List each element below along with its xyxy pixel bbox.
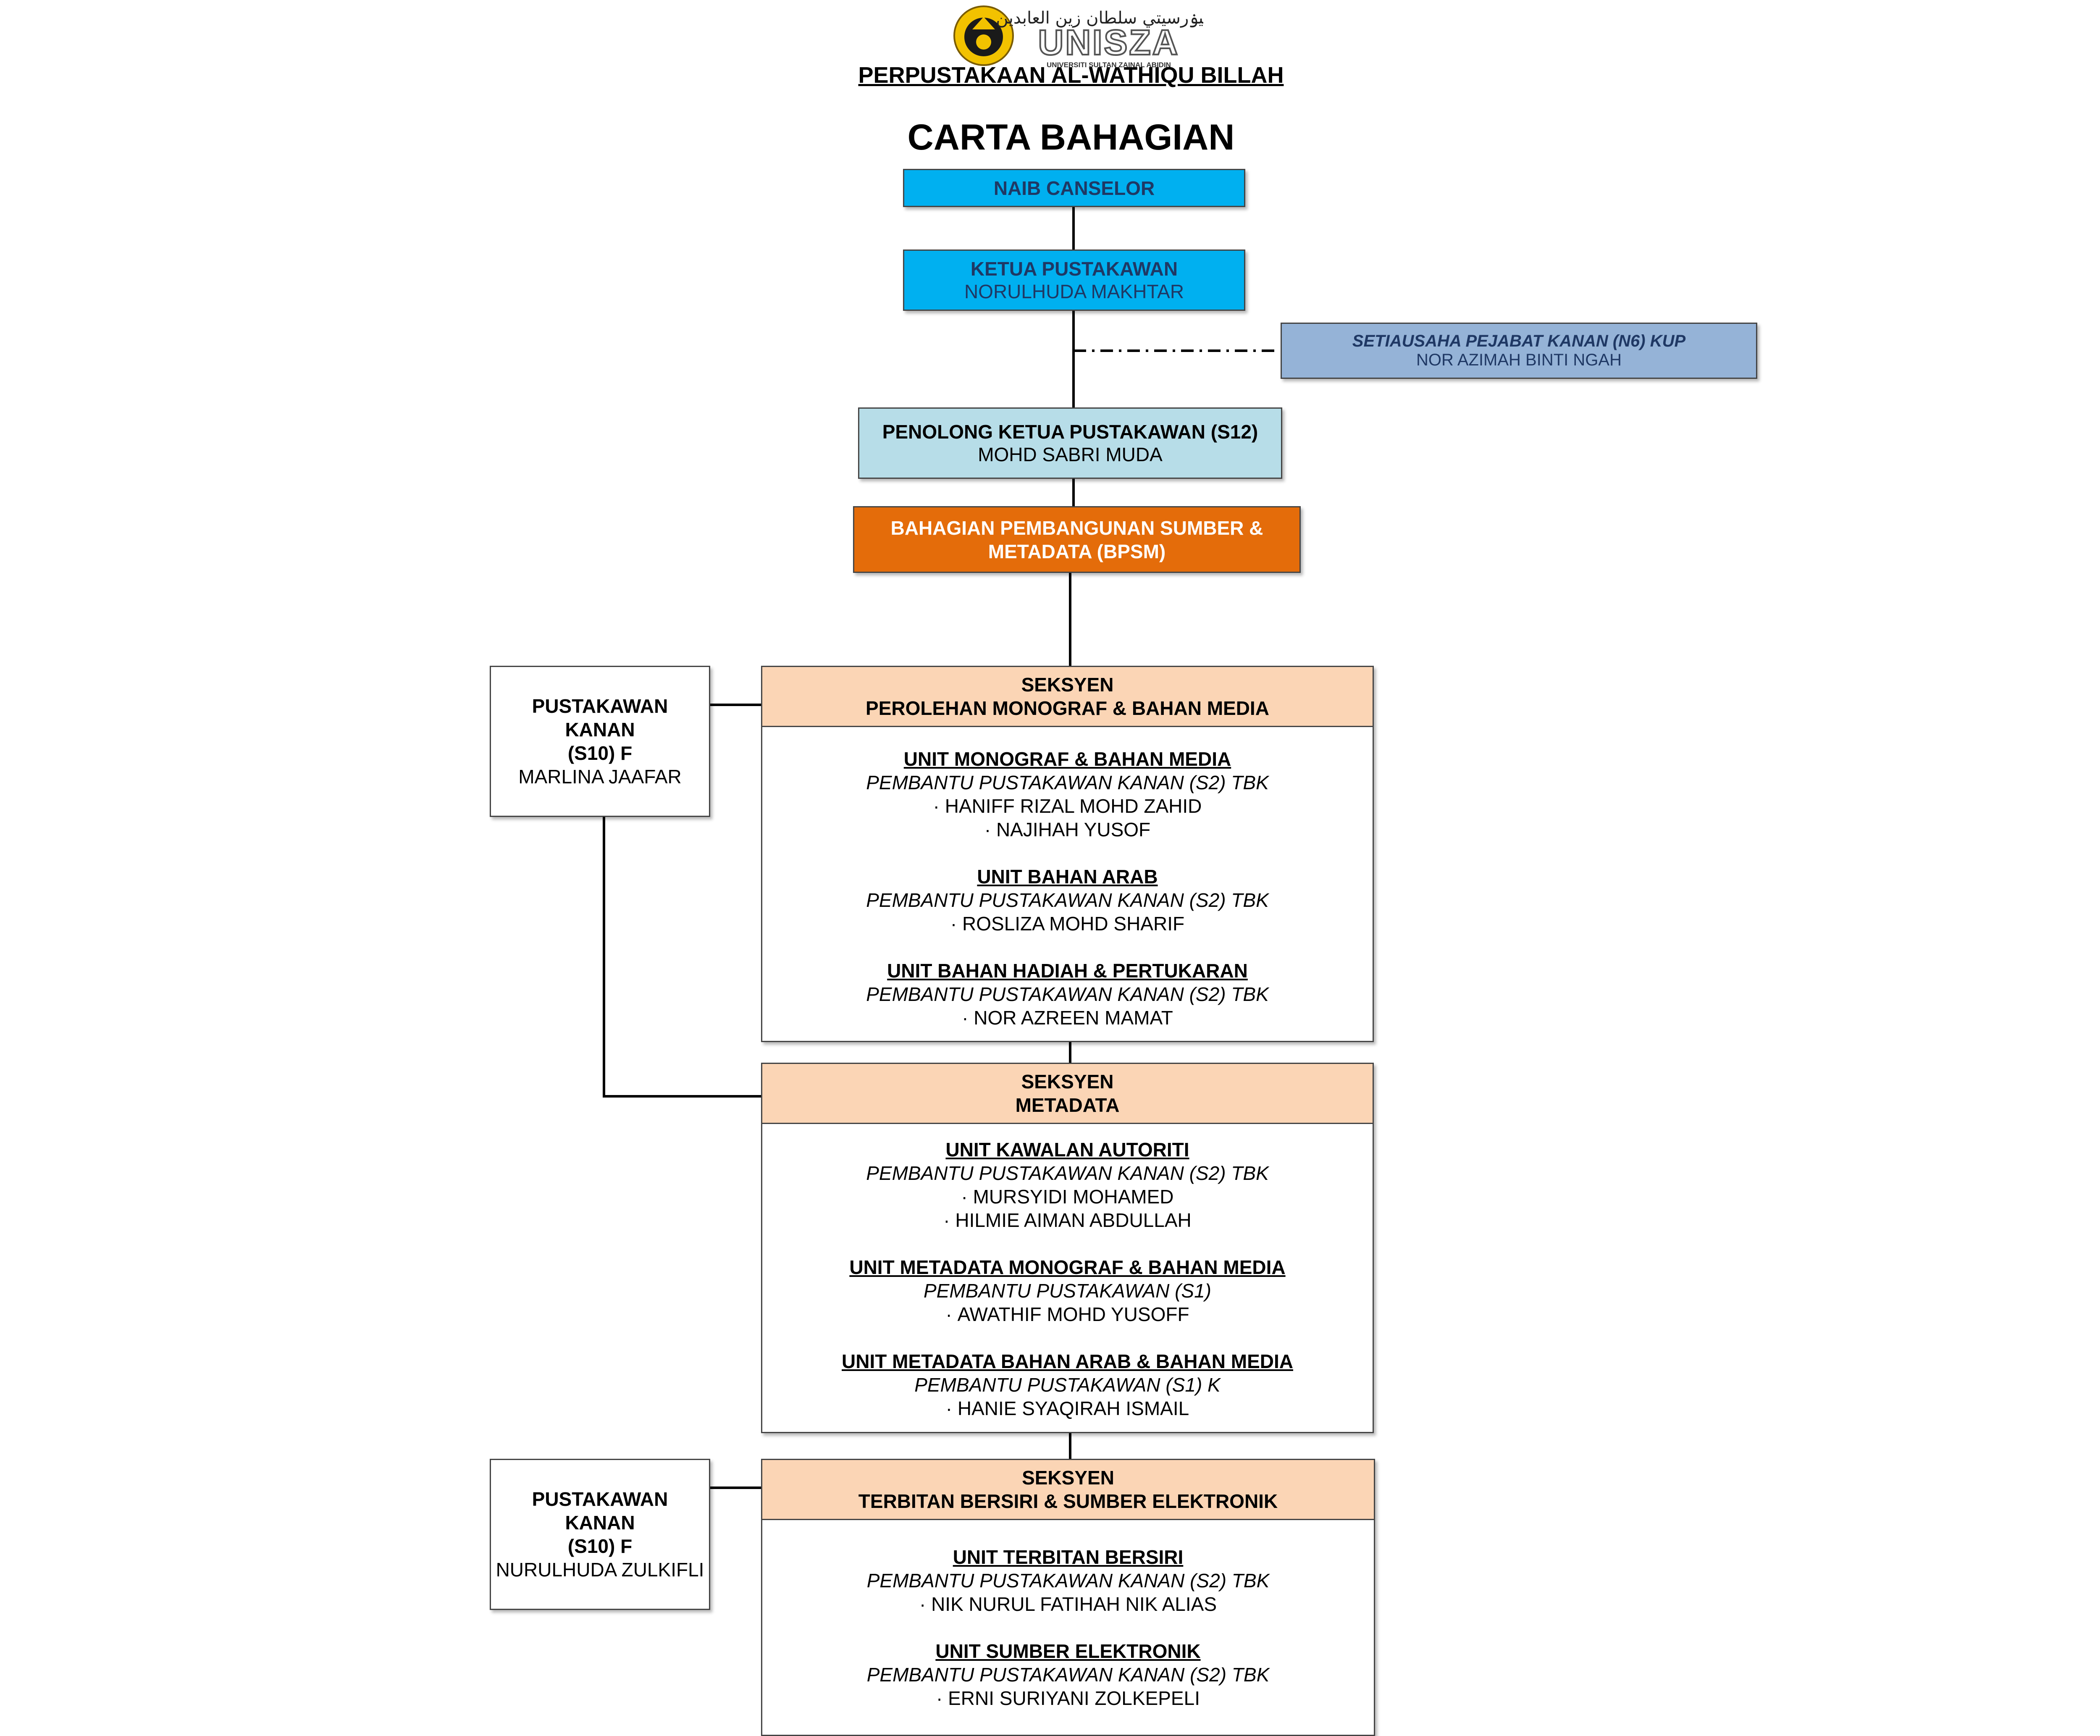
- unit-grade: PEMBANTU PUSTAKAWAN (S1): [923, 1280, 1211, 1302]
- unit-member: HILMIE AIMAN ABDULLAH: [762, 1208, 1373, 1232]
- secretary-title: SETIAUSAHA PEJABAT KANAN (N6) KUP: [1352, 332, 1686, 350]
- library-name: PERPUSTAKAAN AL-WATHIQU BILLAH: [858, 63, 1284, 88]
- section-label: SEKSYEN: [1021, 1071, 1114, 1093]
- unit-grade: PEMBANTU PUSTAKAWAN KANAN (S2) TBK: [866, 1162, 1269, 1184]
- chief-librarian-name: NORULHUDA MAKHTAR: [964, 281, 1184, 302]
- unit-member: NOR AZREEN MAMAT: [762, 1006, 1373, 1030]
- senior-librarian-title: KANAN: [565, 1512, 635, 1534]
- division-line1: BAHAGIAN PEMBANGUNAN SUMBER &: [890, 517, 1263, 539]
- unit-block: UNIT METADATA MONOGRAF & BAHAN MEDIA PEM…: [762, 1255, 1373, 1326]
- unit-name: UNIT KAWALAN AUTORITI: [945, 1139, 1189, 1161]
- assistant-chief-name: MOHD SABRI MUDA: [978, 444, 1163, 465]
- section-name: TERBITAN BERSIRI & SUMBER ELEKTRONIK: [858, 1490, 1278, 1512]
- unit-block: UNIT KAWALAN AUTORITI PEMBANTU PUSTAKAWA…: [762, 1138, 1373, 1232]
- unit-member: HANIE SYAQIRAH ISMAIL: [762, 1397, 1373, 1420]
- unit-member: HANIFF RIZAL MOHD ZAHID: [762, 794, 1373, 818]
- unit-name: UNIT BAHAN HADIAH & PERTUKARAN: [887, 960, 1248, 982]
- section-name: PEROLEHAN MONOGRAF & BAHAN MEDIA: [866, 697, 1269, 719]
- division-line2: METADATA (BPSM): [988, 540, 1166, 562]
- senior-librarian-grade: (S10) F: [567, 742, 633, 764]
- section-label: SEKSYEN: [1022, 1467, 1114, 1489]
- unit-name: UNIT METADATA BAHAN ARAB & BAHAN MEDIA: [842, 1350, 1293, 1372]
- unit-name: UNIT SUMBER ELEKTRONIK: [935, 1640, 1201, 1662]
- unit-member: AWATHIF MOHD YUSOFF: [762, 1303, 1373, 1326]
- senior-librarian-grade: (S10) F: [567, 1535, 633, 1557]
- unit-block: UNIT MONOGRAF & BAHAN MEDIA PEMBANTU PUS…: [762, 747, 1373, 841]
- unit-member: MURSYIDI MOHAMED: [762, 1185, 1373, 1208]
- unit-name: UNIT BAHAN ARAB: [977, 866, 1158, 888]
- unit-member: NIK NURUL FATIHAH NIK ALIAS: [762, 1592, 1374, 1616]
- section-header: SEKSYEN TERBITAN BERSIRI & SUMBER ELEKTR…: [762, 1460, 1374, 1520]
- unit-grade: PEMBANTU PUSTAKAWAN KANAN (S2) TBK: [866, 772, 1269, 793]
- logo-subtext: UNIVERSITI SULTAN ZAINAL ABIDIN: [1047, 61, 1171, 69]
- unit-name: UNIT TERBITAN BERSIRI: [953, 1546, 1184, 1568]
- unit-grade: PEMBANTU PUSTAKAWAN KANAN (S2) TBK: [866, 889, 1269, 911]
- unit-block: UNIT BAHAN ARAB PEMBANTU PUSTAKAWAN KANA…: [762, 865, 1373, 935]
- unit-member: ROSLIZA MOHD SHARIF: [762, 912, 1373, 935]
- vc-title: NAIB CANSELOR: [993, 177, 1155, 199]
- unit-block: UNIT SUMBER ELEKTRONIK PEMBANTU PUSTAKAW…: [762, 1639, 1374, 1710]
- senior-librarian-box-2: PUSTAKAWAN KANAN (S10) F NURULHUDA ZULKI…: [490, 1459, 710, 1610]
- section-body: UNIT KAWALAN AUTORITI PEMBANTU PUSTAKAWA…: [762, 1124, 1373, 1420]
- unit-member: ERNI SURIYANI ZOLKEPELI: [762, 1686, 1374, 1710]
- unit-name: UNIT MONOGRAF & BAHAN MEDIA: [903, 748, 1231, 770]
- secretary-box: SETIAUSAHA PEJABAT KANAN (N6) KUP NOR AZ…: [1281, 323, 1757, 379]
- logo-arabic-text: يونيۏرسيتي سلطان زين العابدين: [996, 8, 1203, 28]
- assistant-chief-title: PENOLONG KETUA PUSTAKAWAN (S12): [882, 421, 1258, 443]
- unit-grade: PEMBANTU PUSTAKAWAN KANAN (S2) TBK: [866, 1664, 1270, 1686]
- section-label: SEKSYEN: [1021, 674, 1114, 696]
- unit-block: UNIT TERBITAN BERSIRI PEMBANTU PUSTAKAWA…: [762, 1545, 1374, 1616]
- chief-librarian-box: KETUA PUSTAKAWAN NORULHUDA MAKHTAR: [903, 250, 1245, 311]
- unit-grade: PEMBANTU PUSTAKAWAN KANAN (S2) TBK: [866, 1570, 1270, 1592]
- secretary-name: NOR AZIMAH BINTI NGAH: [1416, 351, 1622, 369]
- logo-wordmark: UNISZA: [1038, 23, 1180, 62]
- vc-box: NAIB CANSELOR: [903, 169, 1245, 207]
- unit-grade: PEMBANTU PUSTAKAWAN (S1) K: [914, 1374, 1221, 1396]
- senior-librarian-name: NURULHUDA ZULKIFLI: [496, 1559, 704, 1581]
- university-logo: يونيۏرسيتي سلطان زين العابدين UNISZA UNI…: [951, 0, 1222, 71]
- section-metadata: SEKSYEN METADATA UNIT KAWALAN AUTORITI P…: [761, 1063, 1374, 1433]
- section-body: UNIT TERBITAN BERSIRI PEMBANTU PUSTAKAWA…: [762, 1520, 1374, 1710]
- section-header: SEKSYEN METADATA: [762, 1064, 1373, 1124]
- section-acquisition: SEKSYEN PEROLEHAN MONOGRAF & BAHAN MEDIA…: [761, 666, 1374, 1042]
- unit-member: NAJIHAH YUSOF: [762, 818, 1373, 841]
- line-head1-to-section2: [603, 817, 761, 1098]
- division-box: BAHAGIAN PEMBANGUNAN SUMBER & METADATA (…: [853, 506, 1301, 573]
- section-serials-eresources: SEKSYEN TERBITAN BERSIRI & SUMBER ELEKTR…: [761, 1459, 1375, 1736]
- unit-block: UNIT METADATA BAHAN ARAB & BAHAN MEDIA P…: [762, 1350, 1373, 1420]
- unit-name: UNIT METADATA MONOGRAF & BAHAN MEDIA: [849, 1256, 1286, 1278]
- unit-block: UNIT BAHAN HADIAH & PERTUKARAN PEMBANTU …: [762, 959, 1373, 1030]
- assistant-chief-box: PENOLONG KETUA PUSTAKAWAN (S12) MOHD SAB…: [858, 407, 1282, 479]
- unit-grade: PEMBANTU PUSTAKAWAN KANAN (S2) TBK: [866, 983, 1269, 1005]
- section-header: SEKSYEN PEROLEHAN MONOGRAF & BAHAN MEDIA: [762, 667, 1373, 727]
- senior-librarian-box-1: PUSTAKAWAN KANAN (S10) F MARLINA JAAFAR: [490, 666, 710, 817]
- section-name: METADATA: [1015, 1094, 1120, 1116]
- section-body: UNIT MONOGRAF & BAHAN MEDIA PEMBANTU PUS…: [762, 727, 1373, 1030]
- senior-librarian-title: PUSTAKAWAN: [532, 1488, 668, 1510]
- senior-librarian-title: PUSTAKAWAN: [532, 695, 668, 717]
- chart-title: CARTA BAHAGIAN: [907, 117, 1235, 158]
- unisza-crest-icon: يونيۏرسيتي سلطان زين العابدين UNISZA UNI…: [953, 5, 1222, 69]
- chief-librarian-title: KETUA PUSTAKAWAN: [970, 258, 1178, 280]
- senior-librarian-name: MARLINA JAAFAR: [518, 766, 682, 788]
- senior-librarian-title: KANAN: [565, 719, 635, 741]
